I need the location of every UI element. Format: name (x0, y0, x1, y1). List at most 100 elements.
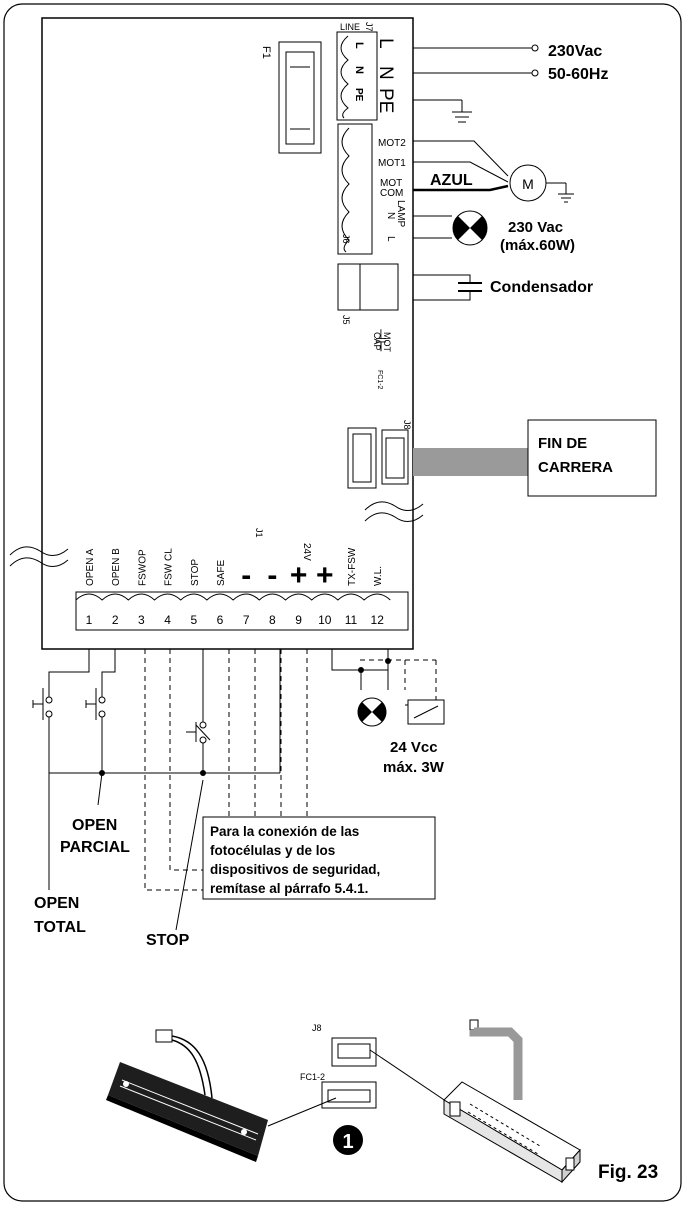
terminal-number-1: 1 (86, 613, 93, 627)
motor-ground-icon (546, 182, 574, 203)
connector-j6 (337, 123, 373, 255)
note-box (202, 816, 436, 900)
ground-icon (413, 99, 472, 123)
figure-label: Fig. 23 (598, 1162, 658, 1183)
label-j5: J5 (341, 315, 351, 325)
supply-frequency: 50-60Hz (548, 66, 608, 83)
terminal-block-screws (75, 593, 391, 601)
terminal-label-8: - (267, 559, 277, 592)
button-contact (45, 696, 53, 704)
label-pe-large: PE (375, 88, 396, 113)
wl-rating-max: máx. 3W (383, 759, 445, 776)
limit-switch-bracket-illustration (106, 1029, 268, 1162)
leader-lines (48, 772, 204, 931)
label-mot: MOT (380, 178, 402, 189)
label-j6: J6 (341, 234, 351, 244)
label-f1: F1 (260, 46, 272, 59)
page-frame (3, 3, 682, 1202)
marker-1 (333, 1125, 363, 1155)
terminal-label-9: + (290, 559, 308, 592)
junction-dot (385, 658, 391, 664)
terminal-number-9: 9 (295, 613, 302, 627)
label-condensador: Condensador (490, 279, 593, 296)
note-line: dispositivos de seguridad, (210, 862, 380, 877)
label-j7-pe: PE (353, 88, 364, 102)
capacitor-icon (413, 274, 482, 301)
wl-rating: 24 Vcc (390, 739, 438, 756)
note-line: remítase al párrafo 5.4.1. (210, 881, 368, 896)
label-l-large: L (375, 38, 396, 49)
terminal-number-12: 12 (371, 613, 385, 627)
terminal-number-7: 7 (243, 613, 250, 627)
connector-j7 (336, 31, 378, 121)
label-j8: J8 (402, 420, 412, 430)
limit-switch-cable (413, 448, 528, 476)
fuse-f1 (278, 41, 322, 154)
terminal-number-10: 10 (318, 613, 332, 627)
terminal-label-3: FSWOP (137, 549, 148, 586)
label-total: TOTAL (34, 919, 86, 936)
terminal-number-4: 4 (164, 613, 171, 627)
label-stop: STOP (146, 932, 190, 949)
relay-coil-icon (407, 699, 445, 725)
detail-connectors (267, 1037, 469, 1127)
terminal-number-6: 6 (217, 613, 224, 627)
break-mark (9, 546, 69, 556)
field-wiring (32, 649, 389, 774)
label-j1: J1 (254, 528, 264, 538)
break-mark (9, 557, 69, 567)
label-azul: AZUL (430, 172, 473, 189)
label-24v: 24V (301, 543, 312, 561)
label-cap: CAP (372, 332, 382, 351)
terminal-l (531, 44, 539, 52)
note-line: Para la conexión de las (210, 824, 359, 839)
terminal-number-5: 5 (190, 613, 197, 627)
terminal-label-4: FSW CL (164, 548, 175, 586)
supply-voltage: 230Vac (548, 43, 602, 60)
lamp-rating: 230 Vac (508, 219, 563, 236)
label-lamp-l: L (385, 236, 396, 242)
button-contact (199, 721, 207, 729)
connector-j5 (337, 263, 399, 311)
cap-symbol: ⊣⊢ (373, 328, 389, 352)
break-mark (364, 501, 424, 511)
motor-wiring (413, 140, 509, 192)
fin-de-line2: CARRERA (538, 459, 613, 476)
connector-j8 (347, 427, 409, 489)
label-line: LINE (340, 22, 360, 32)
marker-1-number: 1 (342, 1131, 353, 1153)
terminal-block-j1 (75, 591, 409, 631)
warning-lamp-icon (357, 697, 387, 727)
terminal-label-7: - (241, 559, 251, 592)
detail-label-j8: J8 (312, 1023, 322, 1033)
button-contact (98, 696, 106, 704)
terminal-number-11: 11 (345, 613, 358, 627)
button-contact (199, 736, 207, 744)
terminal-label-1: OPEN A (85, 548, 96, 586)
junction-dot (358, 667, 364, 673)
limit-switch-device-illustration (443, 1019, 581, 1184)
terminal-label-12: W.L. (373, 566, 384, 586)
label-lamp-n: N (385, 212, 396, 219)
safety-wiring-dashed (144, 649, 437, 891)
terminal-number-3: 3 (138, 613, 145, 627)
label-open-total: OPEN (34, 895, 79, 912)
label-mot2: MOT2 (378, 138, 406, 149)
label-com: COM (380, 188, 403, 199)
terminal-number-8: 8 (269, 613, 276, 627)
button-contact (45, 710, 53, 718)
break-mark (364, 512, 424, 522)
button-contact (98, 710, 106, 718)
detail-label-fc12: FC1-2 (300, 1072, 325, 1082)
label-j7-n: N (353, 66, 365, 74)
terminal-label-2: OPEN B (111, 548, 122, 586)
label-j7: J7 (364, 22, 374, 32)
terminal-label-11: TX-FSW (347, 547, 358, 586)
label-lamp: LAMP (395, 200, 406, 228)
label-j7-l: L (353, 42, 365, 49)
junction-dot (200, 770, 206, 776)
label-open-parcial: OPEN (72, 817, 117, 834)
